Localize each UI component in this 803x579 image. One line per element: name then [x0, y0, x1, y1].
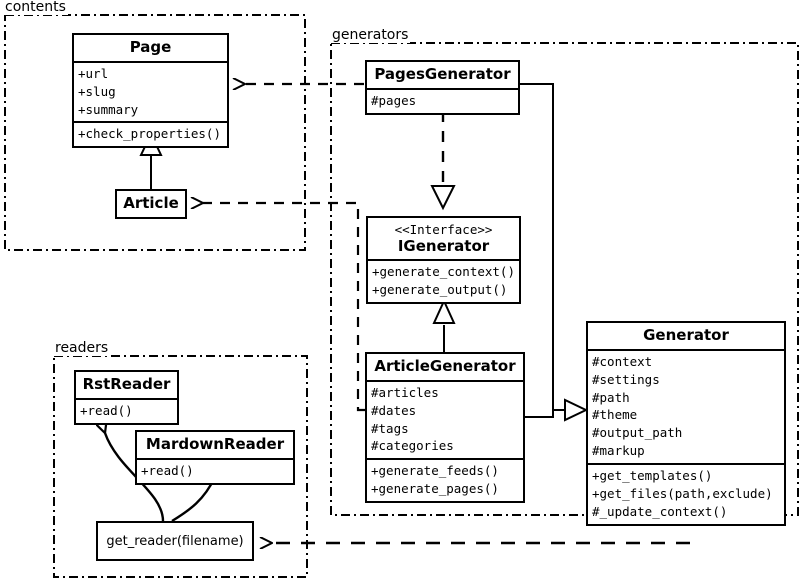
class-generator-attributes: #context #settings #path #theme #output_… — [588, 351, 784, 463]
attribute: #path — [592, 389, 630, 405]
function-node-label: get_reader(filename) — [106, 533, 244, 549]
divider — [137, 457, 293, 460]
method: +generate_feeds() — [371, 463, 499, 479]
class-mardownreader-name: MardownReader — [145, 435, 285, 453]
divider — [588, 463, 784, 466]
method: +get_files(path,exclude) — [592, 485, 773, 501]
class-generator-name: Generator — [643, 326, 729, 344]
attribute: #settings — [592, 371, 660, 387]
class-page-methods: +check_properties() — [74, 123, 227, 146]
attribute: #output_path — [592, 425, 683, 441]
class-igenerator-name: <<Interface>> IGenerator — [368, 218, 519, 259]
class-articlegenerator-methods: +generate_feeds() +generate_pages() — [367, 460, 523, 501]
class-pagesgenerator[interactable]: PagesGenerator #pages — [365, 60, 520, 115]
edge-pagesgenerator-extends-generator — [520, 83, 565, 411]
attribute: #pages — [371, 92, 417, 108]
attribute: #dates — [371, 402, 417, 418]
attribute: +slug — [78, 83, 116, 99]
edge-pagesgenerator-implements-igenerator — [430, 111, 456, 211]
class-igenerator-methods: +generate_context() +generate_output() — [368, 261, 519, 302]
class-article[interactable]: Article — [115, 189, 187, 219]
class-rstreader-name: RstReader — [82, 375, 171, 393]
package-label-contents: contents — [3, 0, 68, 15]
method: +generate_pages() — [371, 481, 499, 497]
attribute: +summary — [78, 101, 139, 117]
method: #_update_context() — [592, 503, 728, 519]
class-igenerator-label: IGenerator — [397, 236, 490, 255]
attribute: #articles — [371, 384, 439, 400]
attribute: #tags — [371, 420, 409, 436]
edge-articlegenerator-uses-article — [203, 203, 365, 412]
class-articlegenerator[interactable]: ArticleGenerator #articles #dates #tags … — [365, 352, 525, 504]
method: +generate_output() — [372, 282, 508, 298]
package-label-generators: generators — [330, 27, 411, 43]
class-igenerator-stereotype: <<Interface>> — [394, 222, 493, 237]
edge-articlegenerator-extends-generator — [525, 398, 589, 422]
method: +read() — [141, 462, 194, 478]
class-articlegenerator-name: ArticleGenerator — [374, 357, 516, 375]
class-rstreader[interactable]: RstReader +read() — [74, 370, 179, 425]
method: +get_templates() — [592, 468, 713, 484]
class-igenerator[interactable]: <<Interface>> IGenerator +generate_conte… — [366, 216, 521, 305]
class-page[interactable]: Page +url +slug +summary +check_properti… — [72, 33, 229, 149]
class-page-attributes: +url +slug +summary — [74, 63, 227, 122]
attribute: #context — [592, 353, 653, 369]
class-rstreader-methods: +read() — [76, 400, 177, 423]
package-label-readers: readers — [53, 340, 111, 356]
method: +generate_context() — [372, 264, 515, 280]
divider — [588, 348, 784, 351]
class-pagesgenerator-attributes: #pages — [367, 90, 518, 113]
class-mardownreader[interactable]: MardownReader +read() — [135, 430, 295, 485]
class-article-name: Article — [123, 194, 179, 212]
method: +read() — [80, 402, 133, 418]
class-mardownreader-methods: +read() — [137, 460, 293, 483]
attribute: +url — [78, 65, 109, 81]
divider — [76, 397, 177, 400]
divider — [367, 458, 523, 461]
method: +check_properties() — [78, 126, 221, 142]
class-generator[interactable]: Generator #context #settings #path #them… — [586, 321, 786, 526]
attribute: #markup — [592, 443, 645, 459]
attribute: #theme — [592, 407, 638, 423]
divider — [74, 121, 227, 124]
class-pagesgenerator-name: PagesGenerator — [374, 65, 511, 83]
class-page-name: Page — [129, 38, 172, 56]
divider — [367, 87, 518, 90]
divider — [368, 259, 519, 262]
edge-articlegenerator-implements-igenerator — [432, 298, 456, 352]
divider — [74, 60, 227, 63]
attribute: #categories — [371, 438, 454, 454]
divider — [367, 379, 523, 382]
class-articlegenerator-attributes: #articles #dates #tags #categories — [367, 382, 523, 459]
function-node-get-reader[interactable]: get_reader(filename) — [96, 521, 254, 561]
class-generator-methods: +get_templates() +get_files(path,exclude… — [588, 465, 784, 524]
